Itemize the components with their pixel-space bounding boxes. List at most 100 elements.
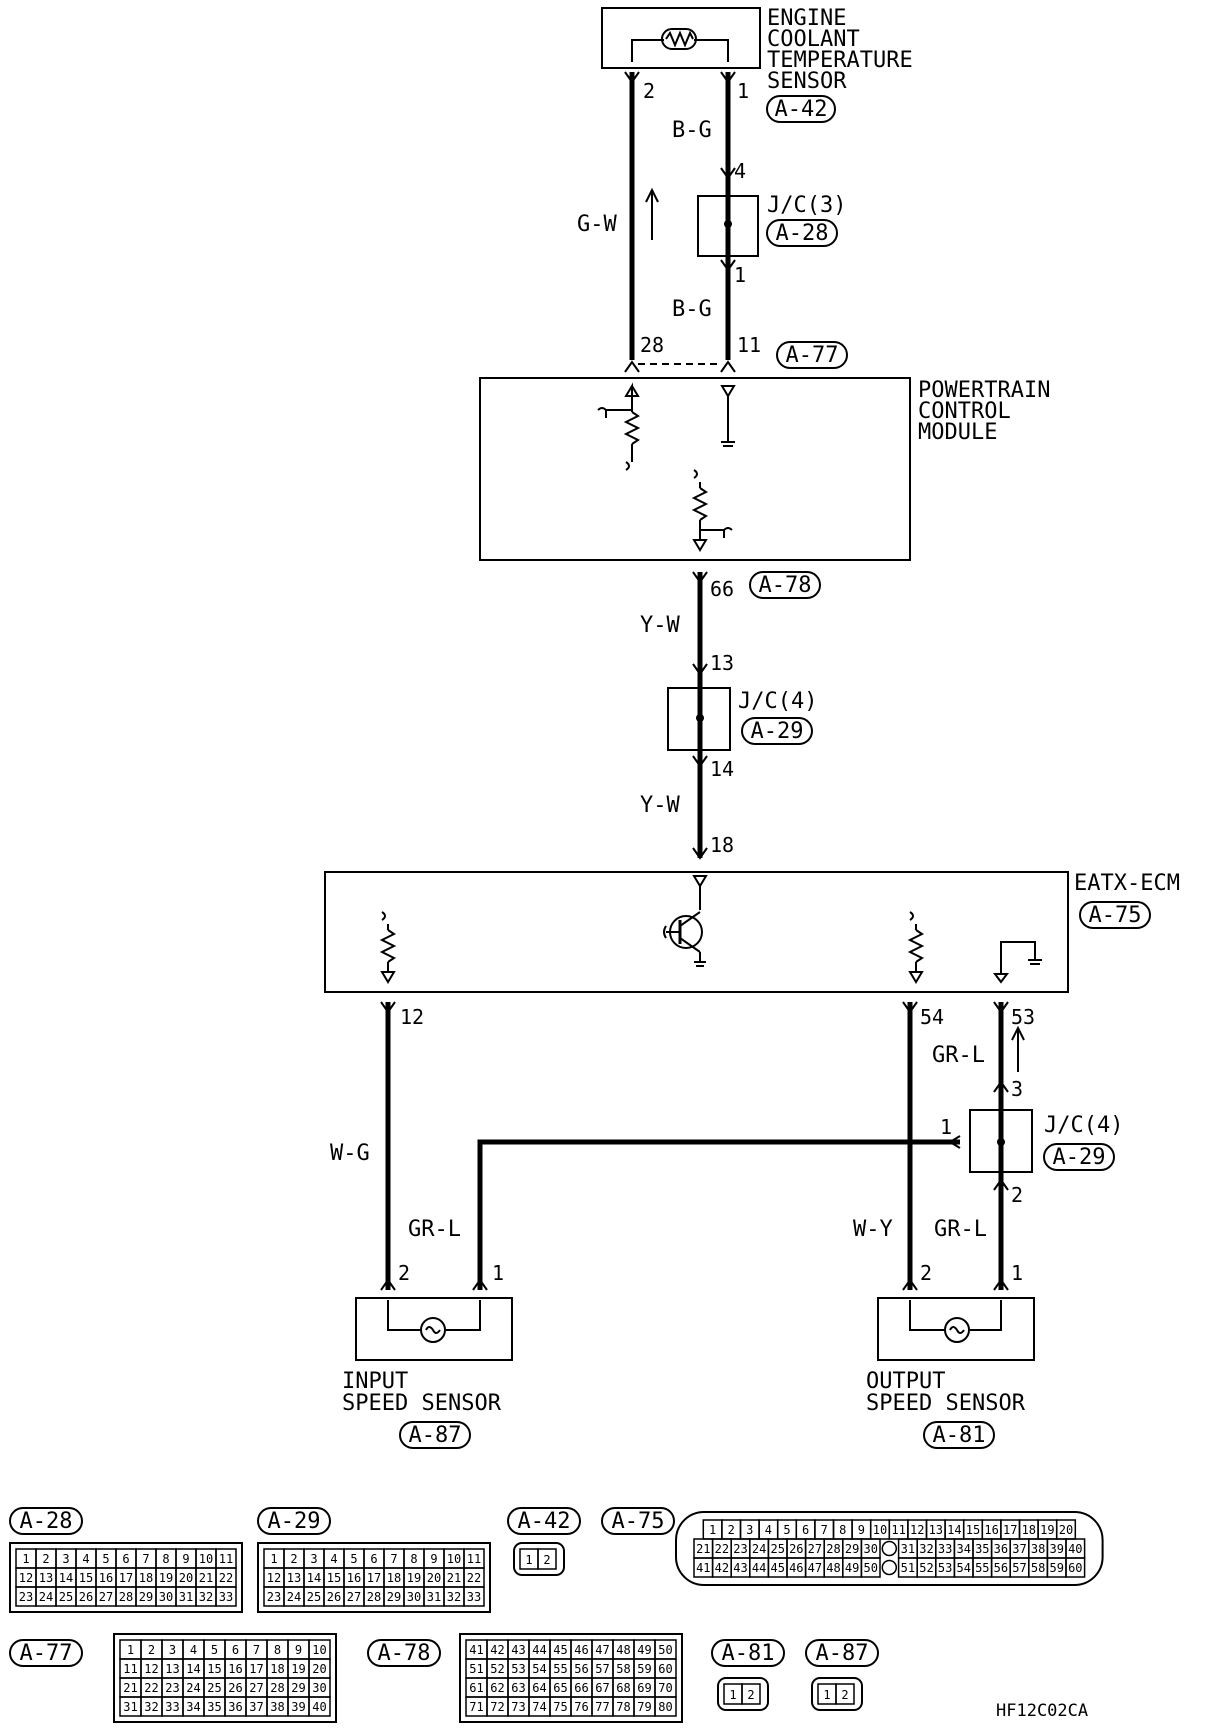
connector-pin-number: 24 <box>39 1590 53 1604</box>
connector-pin-number: 1 <box>127 1643 134 1657</box>
wires-top <box>629 72 731 360</box>
connector-pin-number: 3 <box>746 1523 753 1537</box>
ect-name-line: ENGINE <box>767 6 846 31</box>
pin-label: 28 <box>640 333 664 357</box>
pin-label: 66 <box>710 577 734 601</box>
connector-marks-top <box>624 71 736 373</box>
a77-connector-id: A-77 <box>786 343 839 368</box>
connector-pin-number: 4 <box>82 1552 89 1566</box>
connector-pin-number: 10 <box>873 1523 887 1537</box>
connector-pin-number: 59 <box>1049 1561 1063 1575</box>
connector-pin-number: 3 <box>62 1552 69 1566</box>
connector-pin-number: 44 <box>752 1561 766 1575</box>
connector-key-mark <box>881 1540 898 1557</box>
signal-arrow <box>1011 1025 1025 1072</box>
connector-pin-number: 10 <box>447 1552 461 1566</box>
connector-pin-number: 48 <box>616 1643 630 1657</box>
ect-name-line: COOLANT <box>767 27 860 52</box>
connector-pin-number: 12 <box>144 1662 158 1676</box>
joint-connector-3: J/C(3) A-28 <box>697 178 846 260</box>
connector-pin-number: 14 <box>59 1571 73 1585</box>
connector-pin-number: 7 <box>142 1552 149 1566</box>
connector-view-id: A-78 <box>378 1641 431 1666</box>
connector-pin-number: 6 <box>802 1523 809 1537</box>
connector-pin-number: 18 <box>139 1571 153 1585</box>
connector-pin-number: 31 <box>123 1700 137 1714</box>
connector-pin-number: 9 <box>430 1552 437 1566</box>
connector-pin-number: 75 <box>553 1700 567 1714</box>
connector-pin-number: 45 <box>770 1561 784 1575</box>
connector-marks-middle <box>692 571 708 860</box>
connector-view-id: A-29 <box>268 1509 321 1534</box>
connector-pin-number: 24 <box>752 1542 766 1556</box>
connector-pin-number: 57 <box>595 1662 609 1676</box>
connector-pin-number: 20 <box>179 1571 193 1585</box>
connector-pin-number: 19 <box>291 1662 305 1676</box>
connector-pin-number: 49 <box>845 1561 859 1575</box>
connector-pin-number: 5 <box>350 1552 357 1566</box>
pin-label: 3 <box>1011 1077 1023 1101</box>
pin-label: 4 <box>734 159 746 183</box>
connector-pin-number: 74 <box>532 1700 546 1714</box>
connector-pin-number: 1 <box>709 1523 716 1537</box>
connector-pin-number: 51 <box>469 1662 483 1676</box>
connector-pin-number: 24 <box>186 1681 200 1695</box>
connector-pin-number: 28 <box>270 1681 284 1695</box>
pin-label: 1 <box>737 79 749 103</box>
connector-pin-number: 7 <box>253 1643 260 1657</box>
connector-pin-number: 40 <box>1068 1542 1082 1556</box>
connector-pin-number: 79 <box>637 1700 651 1714</box>
connector-pin-number: 17 <box>367 1571 381 1585</box>
connector-pin-number: 39 <box>1049 1542 1063 1556</box>
pin-label: 14 <box>710 757 734 781</box>
connector-pin-number: 53 <box>938 1561 952 1575</box>
connector-pin-number: 4 <box>765 1523 772 1537</box>
connector-pin-number: 1 <box>729 1688 736 1702</box>
connector-pin-number: 1 <box>823 1688 830 1702</box>
connector-pin-number: 20 <box>1059 1523 1073 1537</box>
wire-color-label: W-G <box>330 1141 370 1166</box>
connector-pin-number: 1 <box>270 1552 277 1566</box>
connector-pin-number: 15 <box>79 1571 93 1585</box>
pin-label: 54 <box>920 1005 944 1029</box>
jc4-connector-id: A-29 <box>751 719 804 744</box>
connector-pin-number: 2 <box>728 1523 735 1537</box>
connector-pin-number: 63 <box>511 1681 525 1695</box>
connector-pin-number: 21 <box>199 1571 213 1585</box>
connector-view-id: A-87 <box>816 1641 869 1666</box>
connector-pin-number: 35 <box>207 1700 221 1714</box>
connector-pin-number: 1 <box>22 1552 29 1566</box>
connector-pin-number: 34 <box>956 1542 970 1556</box>
eatx-label: EATX-ECM A-75 <box>1074 871 1180 929</box>
connector-pin-number: 43 <box>733 1561 747 1575</box>
connector-pin-number: 44 <box>532 1643 546 1657</box>
connector-pin-number: 66 <box>574 1681 588 1695</box>
ect-name-line: TEMPERATURE <box>767 48 913 73</box>
connector-pin-number: 60 <box>658 1662 672 1676</box>
connector-pin-number: 16 <box>228 1662 242 1676</box>
pin-label: 1 <box>734 263 746 287</box>
connector-pin-number: 2 <box>290 1552 297 1566</box>
connector-view-id: A-77 <box>20 1641 73 1666</box>
connector-pin-number: 72 <box>490 1700 504 1714</box>
connector-pin-number: 47 <box>595 1643 609 1657</box>
connector-pin-number: 60 <box>1068 1561 1082 1575</box>
connector-pin-number: 22 <box>219 1571 233 1585</box>
connector-pin-number: 14 <box>307 1571 321 1585</box>
output-sensor-label: OUTPUT SPEED SENSOR A-81 <box>866 1369 1026 1449</box>
connector-pin-number: 73 <box>511 1700 525 1714</box>
connector-pin-number: 11 <box>219 1552 233 1566</box>
connector-pin-number: 9 <box>858 1523 865 1537</box>
connector-pin-number: 16 <box>347 1571 361 1585</box>
connector-pin-number: 58 <box>1031 1561 1045 1575</box>
connector-pin-number: 8 <box>410 1552 417 1566</box>
connector-pin-number: 3 <box>169 1643 176 1657</box>
connector-pin-number: 4 <box>330 1552 337 1566</box>
connector-pin-number: 25 <box>307 1590 321 1604</box>
connector-pin-number: 13 <box>39 1571 53 1585</box>
connector-pin-number: 57 <box>1012 1561 1026 1575</box>
